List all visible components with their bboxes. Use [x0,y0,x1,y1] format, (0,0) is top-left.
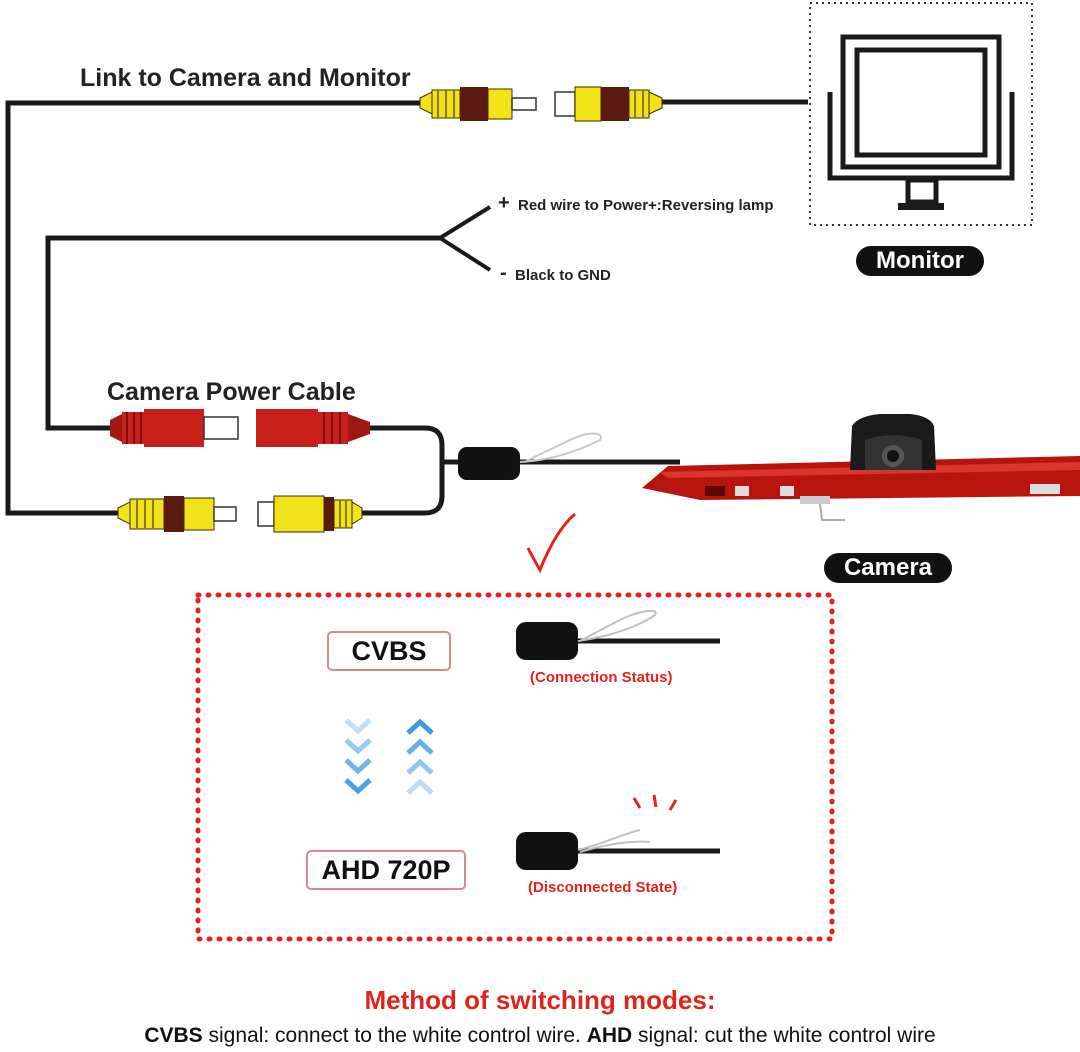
power-connector-right [256,409,370,447]
camera-power-lead [370,425,445,462]
ahd-bold: AHD [586,1024,633,1047]
black-wire-label: Black to GND [515,267,611,284]
ahd-text: signal: cut the white control wire [632,1024,936,1047]
link-camera-monitor-label: Link to Camera and Monitor [80,64,411,92]
ahd-module-icon [516,794,720,870]
camera-badge: Camera [824,553,952,583]
black-wire-branch [438,236,492,272]
up-arrows-icon [406,718,434,795]
camera-power-cable-label: Camera Power Cable [107,378,356,406]
down-arrows-icon [344,718,372,795]
monitor-icon [809,2,1033,226]
ahd-mode-label: AHD 720P [306,850,466,890]
video-cable [5,100,420,516]
power-connector-left [110,409,239,447]
plus-sign: + [498,192,510,214]
cvbs-bold: CVBS [144,1024,203,1047]
ahd-status-label: (Disconnected State) [528,879,678,896]
method-description: CVBS signal: connect to the white contro… [0,1024,1080,1048]
cvbs-status-label: (Connection Status) [530,669,673,686]
rca-connector-bottom-right [257,495,363,533]
brake-light-camera [642,414,1080,521]
rca-connector-top-left [419,87,537,121]
monitor-badge: Monitor [856,246,984,276]
mode-switch-box [458,447,520,480]
mode-panel-border [195,592,835,942]
rca-connector-top-right [554,86,663,122]
cut-spark-icon [632,797,642,809]
red-wire-branch [438,205,492,240]
camera-video-lead [358,462,445,516]
cvbs-mode-label: CVBS [327,631,451,671]
cvbs-module-icon [516,609,720,660]
white-control-wire [519,432,602,463]
cvbs-text: signal: connect to the white control wir… [202,1024,587,1047]
rca-connector-bottom-left [117,496,237,532]
checkmark-icon [526,512,576,574]
method-title: Method of switching modes: [364,985,716,1015]
power-cable [45,235,440,431]
minus-sign: - [500,262,507,284]
red-wire-label: Red wire to Power+:Reversing lamp [518,197,774,214]
